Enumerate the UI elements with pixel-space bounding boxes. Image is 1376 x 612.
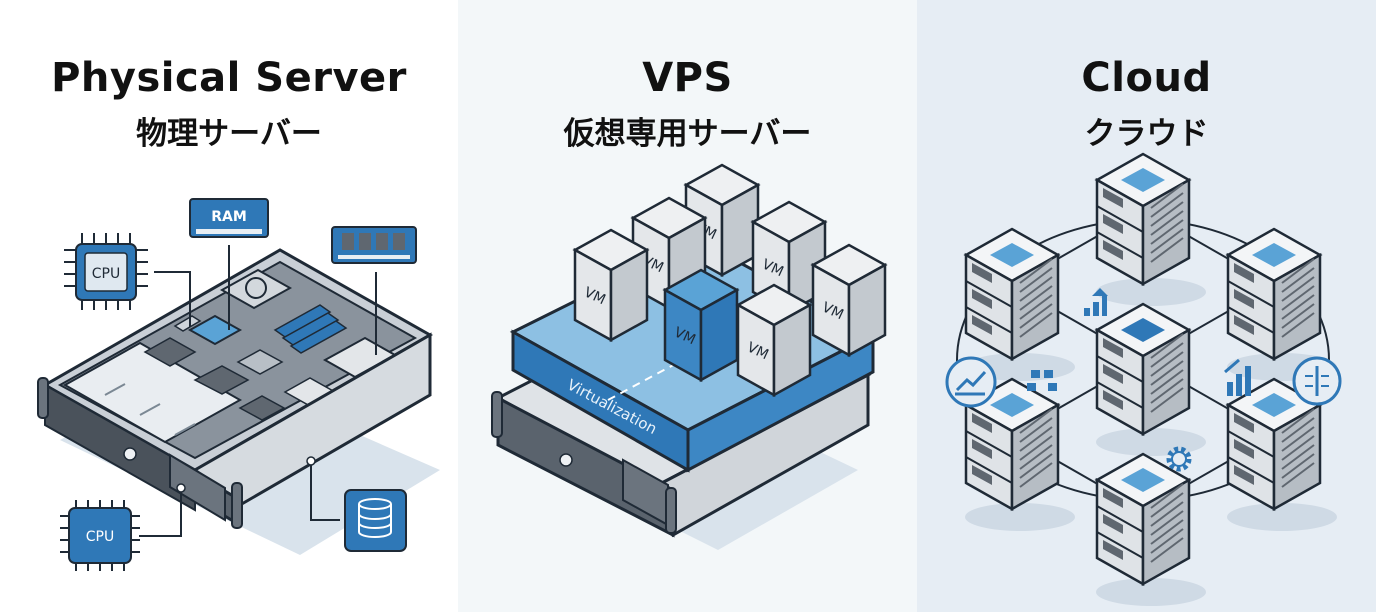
cloud-panel: Cloud クラウド bbox=[917, 0, 1376, 612]
modules-icon bbox=[1027, 370, 1057, 391]
physical-server-panel: Physical Server 物理サーバー bbox=[0, 0, 458, 612]
server-stack-icon bbox=[963, 377, 1075, 531]
connector-line bbox=[310, 465, 340, 521]
rack-server-icon bbox=[37, 248, 434, 529]
server-stack-icon bbox=[1094, 152, 1206, 306]
server-stack-icon bbox=[1094, 302, 1206, 456]
connector-line bbox=[154, 271, 191, 327]
vm-group: VMVMVMVMVMVMVM bbox=[572, 163, 888, 398]
scale-icon bbox=[1292, 356, 1342, 406]
ram-module-icon: RAM bbox=[189, 198, 269, 238]
database-icon bbox=[344, 489, 407, 552]
vm-box-icon: VM bbox=[572, 228, 650, 343]
server-stack-icon bbox=[1094, 452, 1206, 606]
server-group bbox=[963, 152, 1337, 606]
physical-server-illustration: CPU RAM CPU bbox=[37, 198, 440, 571]
memory-module-icon bbox=[331, 226, 417, 264]
vm-box-icon: VM bbox=[662, 268, 740, 383]
cpu-chip-icon: CPU bbox=[64, 233, 148, 310]
vm-box-icon: VM bbox=[735, 283, 813, 398]
cloud-title: Cloud bbox=[1081, 55, 1212, 101]
cpu-label: CPU bbox=[92, 266, 120, 282]
connector-line bbox=[139, 492, 182, 537]
vm-box-icon: VM bbox=[810, 243, 888, 358]
server-stack-icon bbox=[963, 227, 1075, 381]
server-stack-icon bbox=[1225, 377, 1337, 531]
ram-label: RAM bbox=[211, 209, 247, 225]
cpu-label: CPU bbox=[86, 529, 114, 545]
physical-server-subtitle: 物理サーバー bbox=[136, 116, 322, 152]
cloud-illustration bbox=[945, 152, 1342, 606]
bar-chart-up-icon bbox=[1084, 288, 1108, 316]
vps-title: VPS bbox=[642, 55, 733, 101]
vps-subtitle: 仮想専用サーバー bbox=[563, 116, 812, 152]
bar-chart-icon bbox=[1224, 358, 1251, 396]
physical-server-title: Physical Server bbox=[51, 55, 407, 101]
gear-icon bbox=[1166, 446, 1192, 472]
cpu-chip-icon: CPU bbox=[60, 500, 140, 571]
growth-chart-icon bbox=[945, 356, 997, 408]
vps-illustration: Virtualization VMVMVMVMVMVMVM bbox=[491, 163, 888, 550]
cloud-subtitle: クラウド bbox=[1084, 116, 1209, 152]
